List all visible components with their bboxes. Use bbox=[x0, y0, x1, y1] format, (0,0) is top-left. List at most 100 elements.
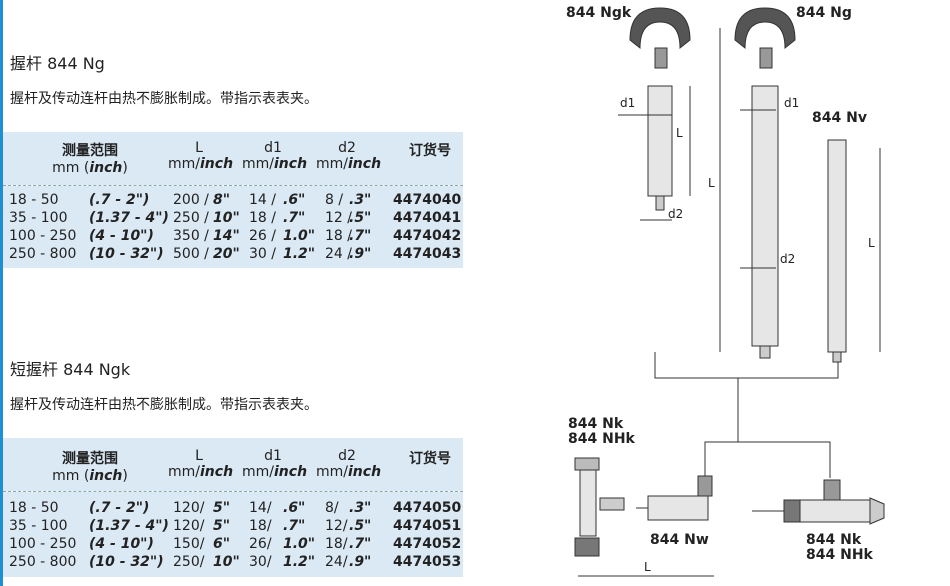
cell-mm: 100 - 250 bbox=[9, 536, 77, 552]
table-row: 18 - 50(.7 - 2")200 /8"14 /.6"8 /.3"4474… bbox=[3, 192, 463, 210]
cell-d2-in: .7" bbox=[349, 228, 372, 244]
cell-d1-in: 1.0" bbox=[283, 228, 316, 244]
cell-L-mm: 350 / bbox=[173, 228, 209, 244]
dim-L-label: L bbox=[708, 176, 715, 190]
cell-L-mm: 150/ bbox=[173, 536, 205, 552]
cell-d1-mm: 26/ bbox=[249, 536, 272, 552]
cell-order: 4474040 bbox=[393, 192, 462, 208]
table-row: 35 - 100 (1.37 - 4")250 /10" 18 / .7" 12 /.5… bbox=[3, 210, 463, 228]
cell-d2-mm: 12/ bbox=[325, 518, 348, 534]
label-844-nhk: 844 NHk bbox=[568, 431, 635, 447]
cell-order: 4474043 bbox=[393, 246, 462, 262]
cell-d2-in: .5" bbox=[349, 518, 372, 534]
table-row: 250 - 800(10 - 32")250/10"30/1.2"24/.9"4… bbox=[3, 554, 463, 572]
cell-d1-mm: 26 / bbox=[249, 228, 276, 244]
cell-inch: (.7 - 2") bbox=[89, 192, 150, 208]
col-L-header: L mm/inch bbox=[168, 448, 234, 480]
section2-desc: 握杆及传动连杆由热不膨胀制成。带指示表表夹。 bbox=[10, 397, 318, 413]
cell-d1-in: .7" bbox=[283, 210, 306, 226]
cell-d2-in: .9" bbox=[349, 554, 372, 570]
col-range-header: 测量范围 mm (inch) bbox=[52, 143, 128, 176]
cell-L-mm: 120/ bbox=[173, 518, 205, 534]
col-d1-header: d1 mm/inch bbox=[242, 448, 308, 480]
col-d1-header: d1 mm/inch bbox=[242, 140, 308, 172]
label-844-nw: 844 Nw bbox=[650, 532, 709, 548]
section1-title: 握杆 844 Ng bbox=[10, 54, 105, 73]
cell-d2-in: .3" bbox=[349, 500, 372, 516]
dim-L-label: L bbox=[868, 236, 875, 250]
divider bbox=[3, 185, 463, 186]
cell-order: 4474050 bbox=[393, 500, 462, 516]
cell-d1-in: 1.2" bbox=[283, 246, 316, 262]
cell-order: 4474052 bbox=[393, 536, 462, 552]
cell-d2-in: .5" bbox=[349, 210, 372, 226]
dim-d1-label: d1 bbox=[620, 96, 636, 110]
cell-d2-in: .9" bbox=[349, 246, 372, 262]
cell-d1-in: .6" bbox=[283, 500, 306, 516]
table-row: 18 - 50(.7 - 2")120/5"14/.6"8/.3"4474050 bbox=[3, 500, 463, 518]
label-844-ngk: 844 Ngk bbox=[566, 5, 632, 21]
cell-inch: (1.37 - 4") bbox=[89, 210, 169, 226]
table-row: 100 - 250(4 - 10")350 /14"26 /1.0"18 /.7… bbox=[3, 228, 463, 246]
col-d2-header: d2 mm/inch bbox=[316, 448, 382, 480]
cell-mm: 35 - 100 bbox=[9, 210, 68, 226]
table-row: 100 - 250 (4 - 10") 150/6" 26/1.0" 18/.7" 447… bbox=[3, 536, 463, 554]
cell-L-mm: 120/ bbox=[173, 500, 205, 516]
col-order-header: 订货号 bbox=[409, 451, 451, 467]
cell-d2-mm: 18/ bbox=[325, 536, 348, 552]
cell-inch: (.7 - 2") bbox=[89, 500, 150, 516]
cell-d2-in: .7" bbox=[349, 536, 372, 552]
col-order-header: 订货号 bbox=[409, 143, 451, 159]
cell-d1-mm: 18/ bbox=[249, 518, 272, 534]
col-d2-header: d2 mm/inch bbox=[316, 140, 382, 172]
cell-L-in: 10" bbox=[213, 210, 240, 226]
section1-desc: 握杆及传动连杆由热不膨胀制成。带指示表表夹。 bbox=[10, 91, 318, 107]
dim-L-label: L bbox=[644, 560, 651, 574]
cell-L-in: 6" bbox=[213, 536, 231, 552]
cell-d1-in: 1.2" bbox=[283, 554, 316, 570]
cell-mm: 35 - 100 bbox=[9, 518, 68, 534]
dim-L-label: L bbox=[676, 126, 683, 140]
cell-L-in: 5" bbox=[213, 500, 231, 516]
dim-d1-label: d1 bbox=[784, 96, 800, 110]
cell-d2-in: .3" bbox=[349, 192, 372, 208]
cell-L-in: 14" bbox=[213, 228, 240, 244]
cell-d1-mm: 30 / bbox=[249, 246, 276, 262]
label-844-nk-right: 844 Nk bbox=[806, 532, 862, 548]
cell-inch: (4 - 10") bbox=[89, 536, 154, 552]
cell-mm: 18 - 50 bbox=[9, 192, 59, 208]
cell-inch: (10 - 32") bbox=[89, 246, 164, 262]
cell-d1-in: .7" bbox=[283, 518, 306, 534]
label-844-ng: 844 Ng bbox=[796, 5, 852, 21]
cell-d2-mm: 24/ bbox=[325, 554, 348, 570]
cell-mm: 100 - 250 bbox=[9, 228, 77, 244]
label-844-nk: 844 Nk bbox=[568, 416, 624, 432]
label-844-nhk-right: 844 NHk bbox=[806, 547, 873, 563]
cell-d1-mm: 18 / bbox=[249, 210, 276, 226]
cell-order: 4474042 bbox=[393, 228, 462, 244]
cell-L-mm: 500 / bbox=[173, 246, 209, 262]
table2-body bbox=[3, 492, 463, 577]
cell-d2-mm: 12 / bbox=[325, 210, 352, 226]
cell-L-in: 10" bbox=[213, 554, 240, 570]
cell-inch: (1.37 - 4") bbox=[89, 518, 169, 534]
cell-d1-mm: 14 / bbox=[249, 192, 276, 208]
cell-d1-in: 1.0" bbox=[283, 536, 316, 552]
cell-d2-mm: 24 / bbox=[325, 246, 352, 262]
dim-d2-label: d2 bbox=[780, 252, 796, 266]
table-row: 35 - 100(1.37 - 4")120/5"18/.7"12/.5"447… bbox=[3, 518, 463, 536]
cell-L-in: 20" bbox=[213, 246, 240, 262]
cell-inch: (4 - 10") bbox=[89, 228, 154, 244]
cell-mm: 18 - 50 bbox=[9, 500, 59, 516]
section2-title: 短握杆 844 Ngk bbox=[10, 360, 131, 379]
cell-order: 4474053 bbox=[393, 554, 462, 570]
cell-L-in: 5" bbox=[213, 518, 231, 534]
cell-mm: 250 - 800 bbox=[9, 246, 77, 262]
cell-order: 4474041 bbox=[393, 210, 462, 226]
table1-header bbox=[3, 132, 463, 185]
cell-L-mm: 250/ bbox=[173, 554, 205, 570]
table-row: 250 - 800 (10 - 32") 500 /20" 30 / 1.2" 24 /.… bbox=[3, 246, 463, 264]
cell-L-mm: 250 / bbox=[173, 210, 209, 226]
cell-mm: 250 - 800 bbox=[9, 554, 77, 570]
